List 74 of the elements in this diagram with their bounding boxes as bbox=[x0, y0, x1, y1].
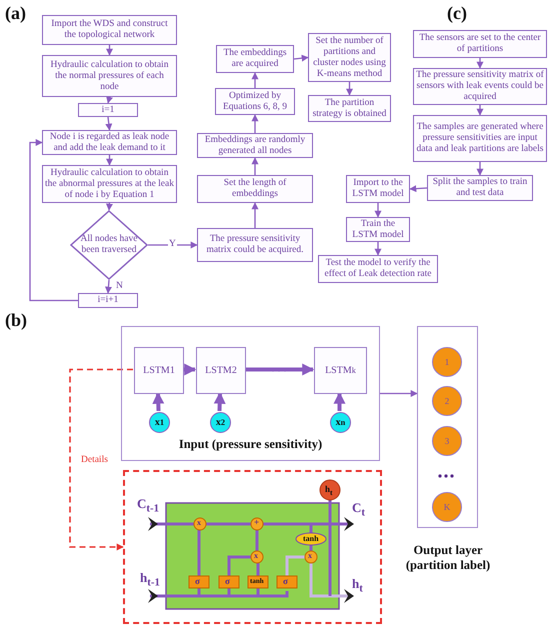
process-box: Import to the LSTM model bbox=[346, 175, 410, 203]
panel-title: Output layer (partition label) bbox=[404, 543, 492, 573]
symbol-label: C$_{t}$ bbox=[352, 500, 365, 521]
operator-symbol: x bbox=[254, 551, 258, 561]
arrow bbox=[252, 202, 258, 228]
process-box: The samples are generated where pressure sensitivities are input data and leak partitions are labels bbox=[413, 115, 547, 162]
operator-symbol: x bbox=[308, 551, 312, 561]
arrow bbox=[346, 82, 353, 96]
arrow bbox=[252, 72, 258, 88]
process-box: Embeddings are randomly generated all nodes bbox=[197, 133, 313, 158]
panel-label: (b) bbox=[5, 310, 27, 330]
process-box: i=1 bbox=[78, 103, 138, 117]
output-circle: 2 bbox=[432, 386, 462, 416]
panel-label: (c) bbox=[447, 3, 467, 23]
gate-label: σ bbox=[225, 576, 230, 587]
gate-label: σ bbox=[283, 576, 288, 587]
arrow bbox=[294, 54, 309, 62]
panel-label: (a) bbox=[5, 3, 26, 23]
operator-symbol: x bbox=[197, 518, 201, 528]
arrow bbox=[374, 242, 382, 256]
symbol-label: h$_{t-1}$ bbox=[140, 570, 160, 591]
function-label: tanh bbox=[303, 534, 319, 544]
arrow bbox=[252, 114, 258, 133]
arrow bbox=[214, 392, 226, 412]
process-box: The pressure sensitivity matrix of sensors with leak events could be acquired bbox=[413, 68, 547, 105]
gate-label: σ bbox=[195, 576, 200, 587]
process-box: Import the WDS and construct the topological network bbox=[42, 15, 177, 45]
process-box: Optimized by Equations 6, 8, 9 bbox=[215, 88, 295, 115]
symbol-label: h$_{t}$ bbox=[325, 484, 333, 498]
arrow bbox=[252, 157, 258, 175]
arrow bbox=[29, 139, 78, 302]
arrow bbox=[409, 185, 428, 192]
output-circle: K bbox=[432, 492, 462, 522]
arrow bbox=[152, 392, 164, 412]
process-box: Hydraulic calculation to obtain the normal pressures of each node bbox=[42, 55, 177, 97]
arrow bbox=[106, 45, 113, 56]
operator-symbol: + bbox=[254, 517, 260, 528]
arrow bbox=[476, 162, 484, 176]
process-box: i=i+1 bbox=[78, 293, 138, 308]
arrow bbox=[106, 96, 113, 104]
output-circle: 3 bbox=[432, 426, 462, 456]
dashed-arrow bbox=[69, 368, 133, 550]
process-box: Split the samples to train and test data bbox=[427, 175, 533, 201]
arrow bbox=[148, 242, 198, 248]
arrow bbox=[380, 390, 418, 397]
process-box: The sensors are set to the center of partitions bbox=[413, 30, 547, 58]
process-box: The partition strategy is obtained bbox=[308, 95, 391, 122]
arrow bbox=[105, 280, 112, 294]
process-box: Set the length of embeddings bbox=[197, 175, 313, 203]
process-box: Hydraulic calculation to obtain the abnormal pressures at the leak of node i by Equation 1 bbox=[42, 165, 177, 203]
process-box: The pressure sensitivity matrix could be acquired. bbox=[197, 228, 313, 262]
decision-diamond: All nodes have been traversed bbox=[70, 210, 148, 280]
lstm-box: LSTM1 bbox=[134, 347, 184, 394]
arrow bbox=[374, 203, 382, 218]
process-box: Node i is regarded as leak node and add the leak demand to it bbox=[42, 130, 177, 155]
lstm-box: LSTM2 bbox=[196, 347, 246, 394]
arrow bbox=[106, 202, 113, 211]
process-box: Test the model to verify the effect of Leak detection rate bbox=[318, 255, 438, 283]
symbol-label: h$_{t}$ bbox=[352, 576, 363, 597]
arrow bbox=[476, 58, 484, 69]
panel-title: Input (pressure sensitivity) bbox=[178, 437, 324, 452]
process-box: Set the number of partitions and cluster nodes using K-means method bbox=[308, 33, 391, 82]
symbol-label: C$_{t-1}$ bbox=[137, 496, 160, 517]
arrow bbox=[183, 364, 196, 376]
detail-panel bbox=[123, 470, 382, 624]
arrow bbox=[105, 116, 112, 131]
arrow bbox=[476, 105, 484, 116]
output-circle: 1 bbox=[432, 347, 462, 377]
process-box: Train the LSTM model bbox=[346, 217, 410, 242]
process-box: The embeddings are acquired bbox=[216, 45, 294, 73]
arrow bbox=[334, 392, 346, 411]
layer-panel bbox=[121, 326, 380, 461]
arrow bbox=[106, 155, 113, 166]
arrow bbox=[245, 364, 314, 376]
